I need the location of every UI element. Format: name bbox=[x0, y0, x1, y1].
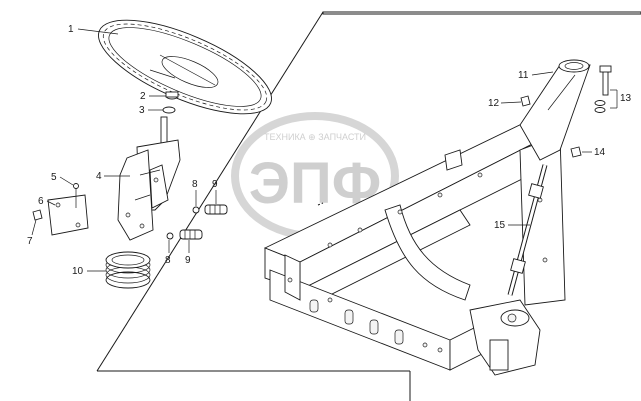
callout-3: 3 bbox=[139, 105, 145, 116]
callouts: 1 2 3 4 5 6 7 8 8 9 9 10 11 12 13 14 15 bbox=[27, 24, 632, 277]
column-bracket-11 bbox=[519, 59, 591, 161]
callout-6: 6 bbox=[38, 196, 44, 207]
watermark-top-text: ТЕХНИКА ⊕ ЗАПЧАСТИ bbox=[264, 132, 366, 142]
leader-lines bbox=[31, 28, 618, 272]
bolt-8-lower bbox=[166, 232, 174, 240]
callout-5: 5 bbox=[51, 172, 57, 183]
callout-8-lower: 8 bbox=[165, 255, 171, 266]
chassis-frame bbox=[263, 119, 566, 371]
nut-14 bbox=[570, 146, 582, 158]
bolt-13 bbox=[602, 69, 609, 96]
callout-7: 7 bbox=[27, 236, 33, 247]
callout-11: 11 bbox=[518, 70, 529, 81]
intermediate-shaft bbox=[507, 164, 548, 296]
steering-column bbox=[117, 116, 181, 241]
callout-9-upper: 9 bbox=[212, 179, 218, 190]
bellows-10 bbox=[105, 251, 151, 289]
callout-8-upper: 8 bbox=[192, 179, 198, 190]
callout-1: 1 bbox=[68, 24, 74, 35]
callout-12: 12 bbox=[488, 98, 500, 109]
steering-wheel bbox=[98, 19, 272, 115]
callout-14: 14 bbox=[594, 147, 606, 158]
spring-9-lower bbox=[179, 229, 203, 240]
steering-gear bbox=[469, 299, 541, 376]
frame-left-edge bbox=[96, 11, 324, 372]
callout-13: 13 bbox=[620, 93, 632, 104]
bolt-5 bbox=[73, 183, 79, 189]
bracket-plate-6 bbox=[47, 194, 89, 236]
callout-4: 4 bbox=[96, 171, 102, 182]
bolt-12 bbox=[520, 95, 531, 107]
callout-15: 15 bbox=[494, 220, 506, 231]
nut-7 bbox=[32, 209, 43, 221]
callout-2: 2 bbox=[140, 91, 146, 102]
washer-3 bbox=[162, 106, 176, 114]
bolt-8-upper bbox=[192, 206, 200, 214]
callout-9-lower: 9 bbox=[185, 255, 191, 266]
callout-10: 10 bbox=[72, 266, 84, 277]
spring-9-upper bbox=[204, 204, 228, 215]
